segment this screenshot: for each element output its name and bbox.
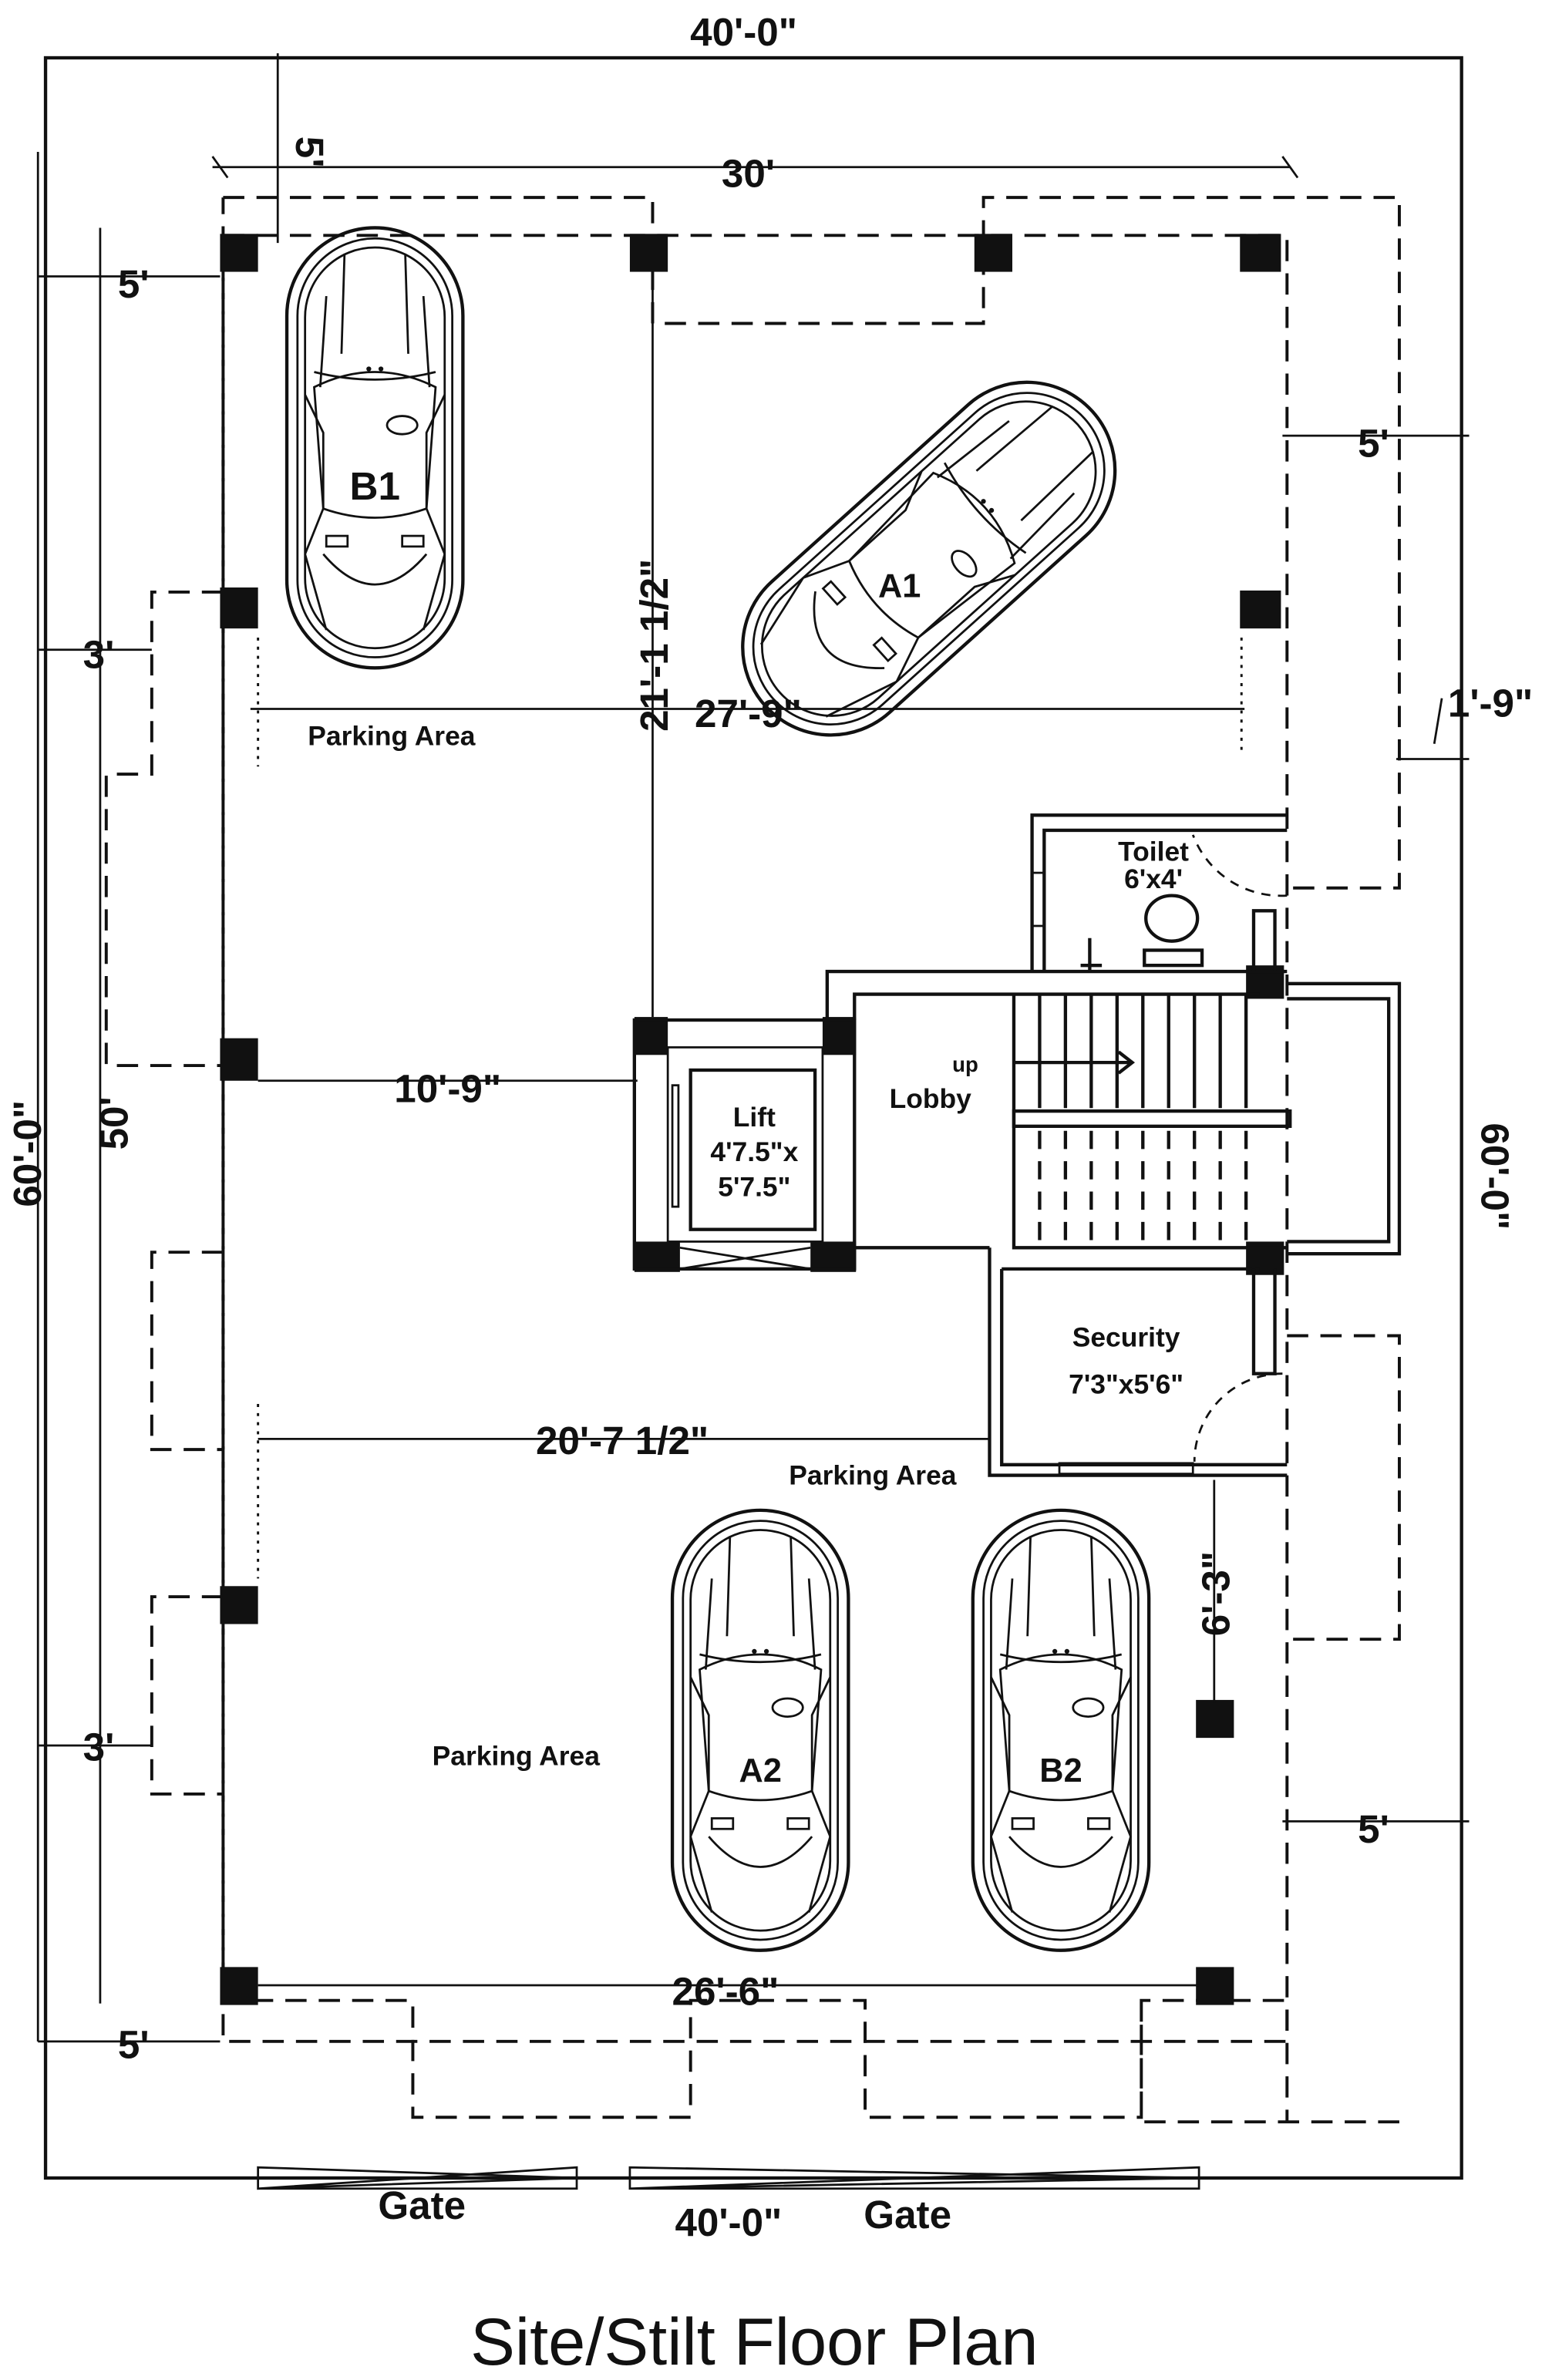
dim-left-length: 60'-0" — [5, 1100, 49, 1207]
dim-left-offset-bottom: 3' — [83, 1725, 115, 1769]
dim-top-width: 40'-0" — [690, 10, 797, 54]
toilet: Toilet 6'x4' — [1030, 813, 1288, 972]
inner-wall-line — [221, 234, 1289, 2043]
dim-left-top-setback: 5' — [118, 262, 150, 306]
car-label: A1 — [878, 568, 921, 605]
security-size: 7'3"x5'6" — [1069, 1368, 1183, 1399]
lobby-label: Lobby — [890, 1083, 972, 1114]
lift-label: Lift — [733, 1102, 776, 1133]
lift-size: 4'7.5"x — [710, 1136, 798, 1167]
dim-security-gap: 6'-3" — [1194, 1551, 1237, 1636]
gate-label: Gate — [378, 2183, 466, 2227]
car-a2: A2 — [672, 1510, 848, 1951]
dim-bottom-width: 40'-0" — [675, 2200, 782, 2244]
dim-upper-span-vertical: 21'-1 1/2" — [632, 559, 676, 732]
dim-security-distance: 20'-7 1/2" — [536, 1419, 709, 1463]
plot-boundary — [43, 56, 1463, 2180]
security-label: Security — [1072, 1321, 1180, 1352]
dim-upper-span-horizontal: 27'-9" — [695, 692, 802, 736]
toilet-label: Toilet — [1118, 836, 1189, 867]
dim-left-bottom-setback: 5' — [118, 2022, 150, 2066]
dim-inner-length: 50' — [92, 1096, 136, 1150]
dim-right-length: 60'-0" — [1473, 1123, 1517, 1230]
car-label: B1 — [350, 464, 400, 508]
car-b2: B2 — [973, 1510, 1149, 1951]
dim-right-offset: 1'-9" — [1448, 681, 1533, 725]
stair-up-label: up — [952, 1052, 978, 1076]
dim-left-offset-top: 3' — [83, 632, 115, 676]
lift-size: 5'7.5" — [718, 1171, 790, 1202]
staircase: up Lobby — [825, 969, 1402, 1269]
dim-right-bottom-setback: 5' — [1358, 1807, 1389, 1851]
gate-label: Gate — [864, 2193, 951, 2237]
dimension-lines — [36, 53, 1470, 2043]
plan-title: Site/Stilt Floor Plan — [470, 2305, 1038, 2379]
parking-area-label: Parking Area — [308, 721, 476, 752]
dim-inner-width: 30' — [722, 151, 775, 195]
parking-area-label: Parking Area — [433, 1741, 601, 1772]
dim-top-setback: 5' — [288, 136, 332, 168]
car-b1: B1 — [287, 227, 463, 668]
car-label: A2 — [739, 1752, 782, 1789]
gates: Gate Gate — [257, 2166, 1200, 2237]
dim-bottom-span: 26'-6" — [672, 1970, 779, 2014]
toilet-size: 6'x4' — [1124, 863, 1183, 894]
lift: Lift 4'7.5"x 5'7.5" — [632, 1018, 857, 1271]
car-a1: A1 — [706, 346, 1151, 772]
dim-right-top-setback: 5' — [1358, 422, 1389, 466]
dim-lift-distance: 10'-9" — [394, 1066, 501, 1110]
security-room: Security 7'3"x5'6" — [988, 1247, 1288, 1477]
parking-area-label: Parking Area — [789, 1459, 957, 1490]
car-label: B2 — [1039, 1752, 1082, 1789]
